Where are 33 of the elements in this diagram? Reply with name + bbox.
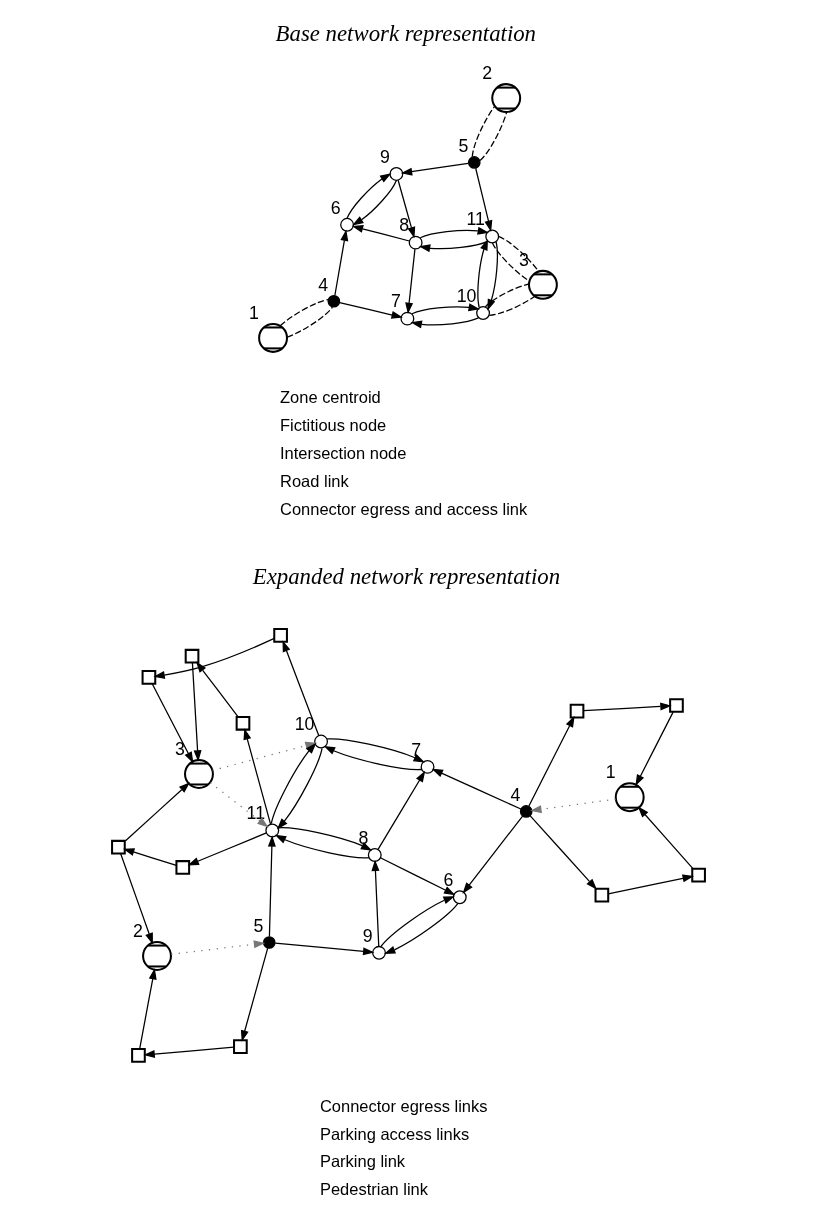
node-label: 7 <box>391 291 401 312</box>
legend-label: Parking access links <box>319 1124 470 1143</box>
node-label: 4 <box>510 784 521 805</box>
node-label: 7 <box>411 739 422 760</box>
node-label: 2 <box>133 921 143 942</box>
legend-label: Fictitious node <box>280 415 387 434</box>
legend-label: Connector egress and access link <box>280 499 528 518</box>
node-label: 9 <box>362 925 373 946</box>
legend-label: Pedestrian link <box>319 1180 428 1199</box>
legend-label: Road link <box>280 471 349 490</box>
node-label: 3 <box>518 250 529 271</box>
node-label: 8 <box>358 827 369 848</box>
node-label: 10 <box>294 714 315 735</box>
legend-label: Zone centroid <box>280 388 381 407</box>
node-label: 11 <box>246 803 266 824</box>
node-label: 1 <box>605 762 616 783</box>
node-label: 11 <box>466 209 485 230</box>
node-label: 4 <box>318 274 329 295</box>
node-label: 6 <box>443 870 454 891</box>
label: Base network representation <box>275 20 537 46</box>
node-label: 1 <box>249 303 259 324</box>
node-label: 6 <box>330 197 341 218</box>
label: Expanded network representation <box>252 564 561 590</box>
node-label: 8 <box>399 215 410 236</box>
legend-label: Intersection node <box>280 443 407 462</box>
node-label: 9 <box>380 146 390 167</box>
node-label: 5 <box>458 135 469 156</box>
legend-label: Connector egress links <box>319 1096 488 1115</box>
node-label: 5 <box>253 915 264 936</box>
legend-label: Parking link <box>319 1152 406 1171</box>
node-label: 10 <box>456 285 477 306</box>
node-label: 2 <box>482 63 493 84</box>
node-label: 3 <box>175 739 185 760</box>
